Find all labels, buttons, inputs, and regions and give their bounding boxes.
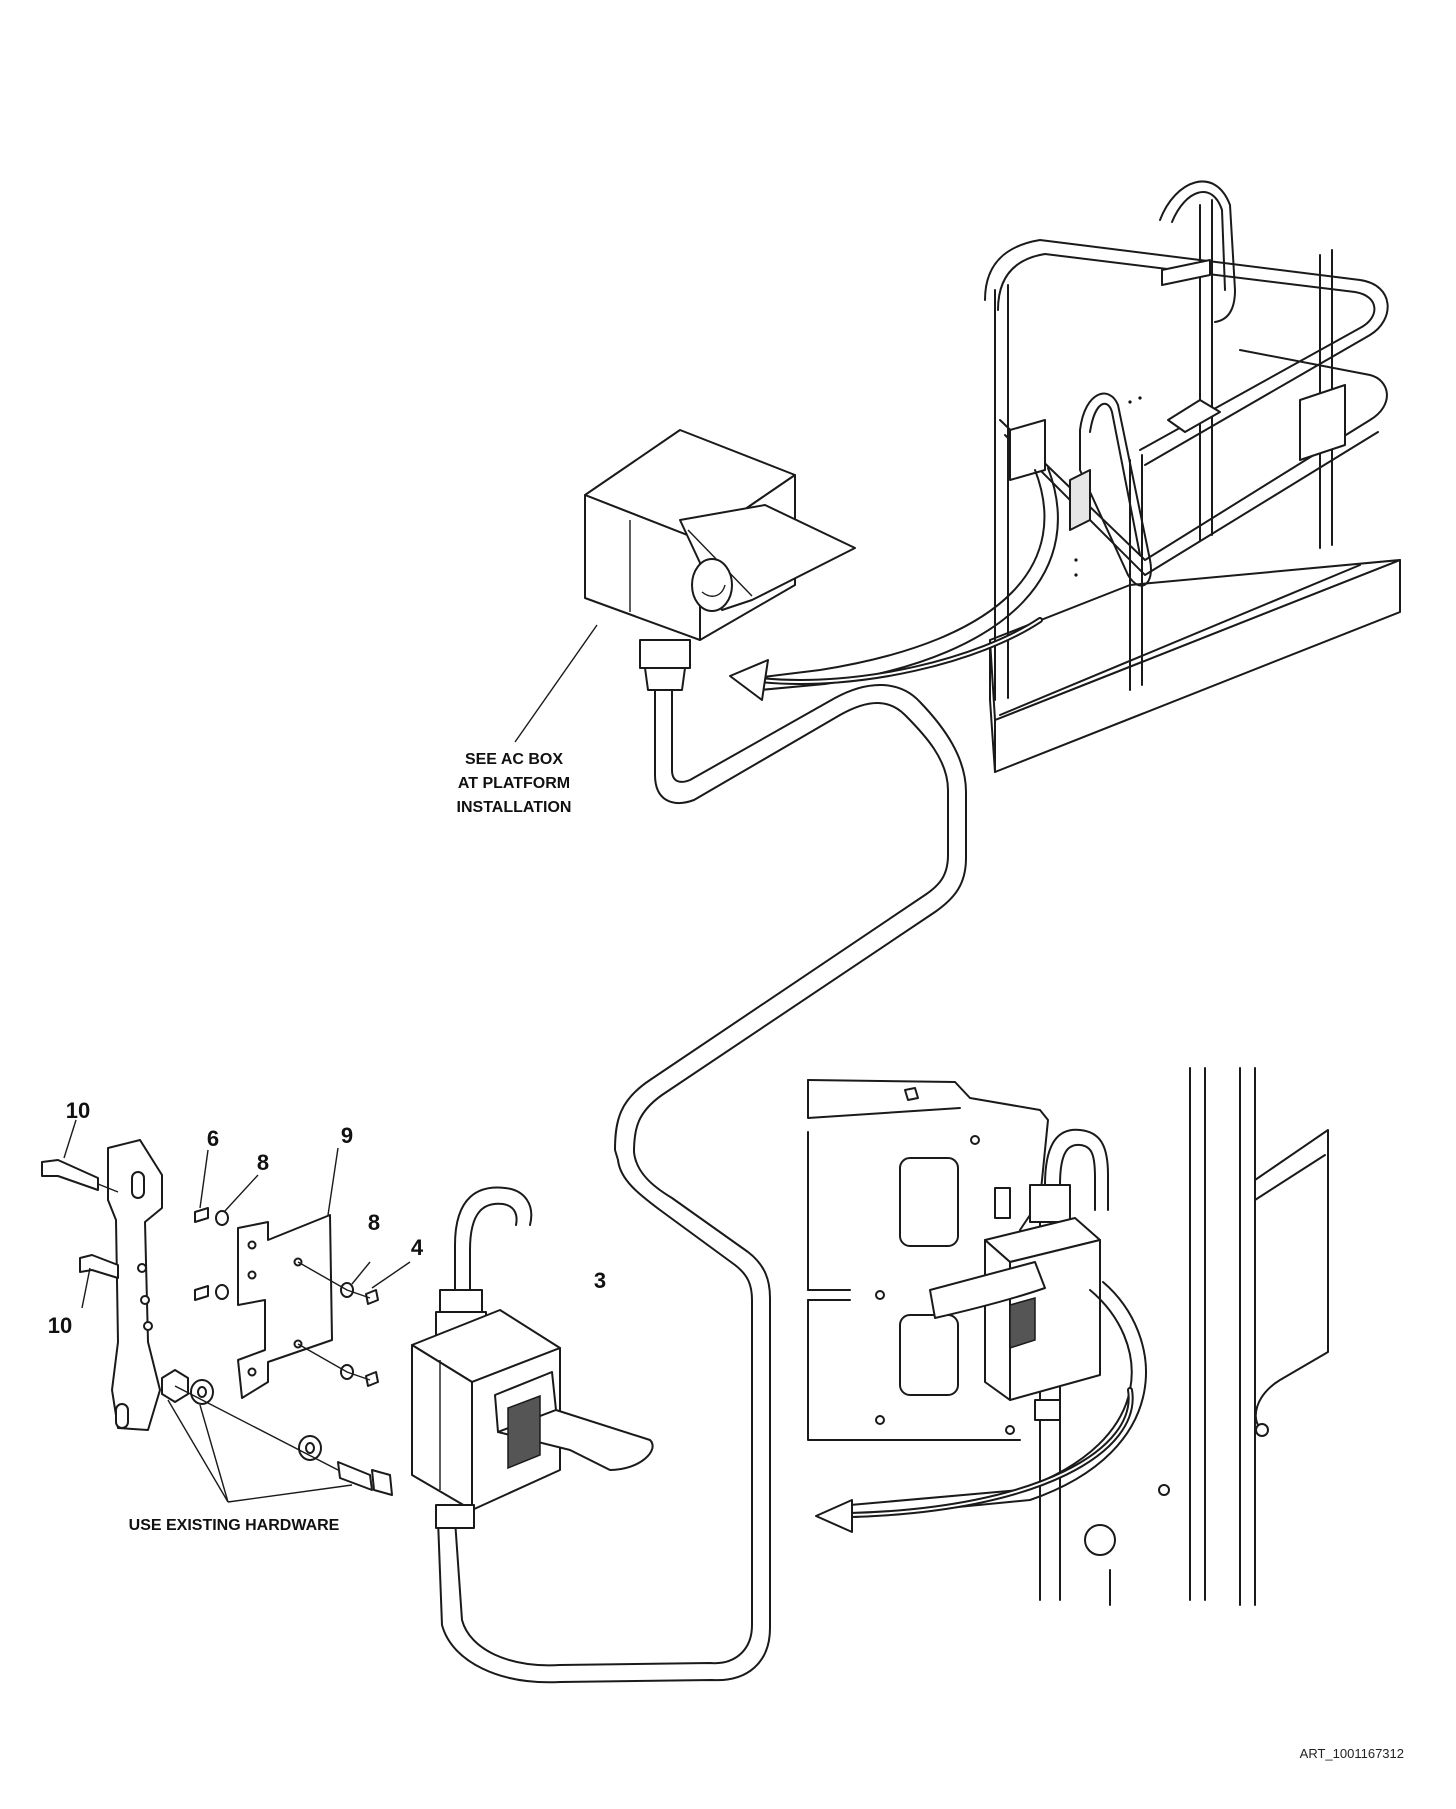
see-ac-box-label-line2: AT PLATFORM: [458, 775, 570, 792]
callout-8-right: 8: [368, 1210, 380, 1235]
mounting-bracket-assembly: [41, 1119, 411, 1503]
arrow-to-installed-view: [815, 1387, 1134, 1533]
callout-9: 9: [341, 1123, 353, 1148]
callout-3: 3: [594, 1268, 606, 1293]
platform-basket: [754, 180, 1401, 773]
callout-8-left: 8: [257, 1150, 269, 1175]
installed-view: [807, 1067, 1329, 1606]
see-ac-box-label-line1: SEE AC BOX: [465, 751, 563, 768]
art-number: ART_1001167312: [1300, 1746, 1404, 1761]
callout-6: 6: [207, 1126, 219, 1151]
callout-10-top: 10: [66, 1098, 90, 1123]
use-existing-hardware-label: USE EXISTING HARDWARE: [129, 1517, 340, 1534]
callout-4: 4: [411, 1235, 424, 1260]
arrow-to-ac-box: [729, 617, 1043, 701]
power-cable: [437, 684, 967, 1684]
ac-box-platform: [514, 429, 856, 743]
callout-10-bottom: 10: [48, 1313, 72, 1338]
ac-box-item-3: [411, 1186, 654, 1529]
see-ac-box-label-line3: INSTALLATION: [457, 799, 572, 816]
